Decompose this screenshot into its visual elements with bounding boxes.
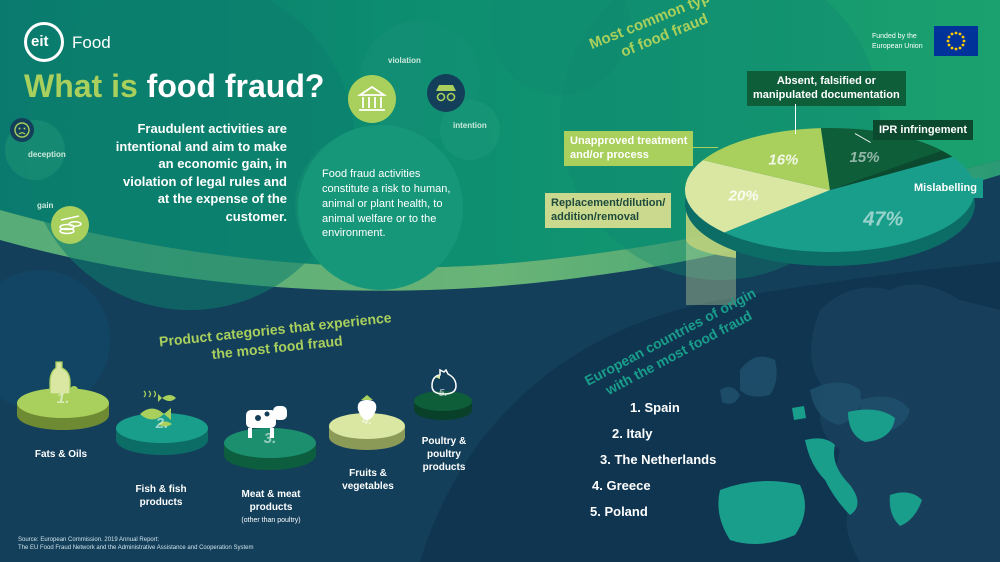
label-unapproved-treatment: Unapproved treatment and/or process [564, 131, 694, 166]
logo-text: eit [31, 33, 49, 50]
gain-label: gain [37, 201, 54, 210]
pie-value-label-3: 16% [768, 152, 798, 169]
eu-flag [934, 26, 978, 56]
label-replacement: Replacement/dilution/ addition/removal [545, 193, 672, 228]
connector-unapproved [690, 147, 718, 148]
country-item-1: 1. Spain [630, 400, 680, 415]
greece-shape [889, 492, 922, 526]
risk-circle [298, 125, 463, 290]
fish-icon [140, 390, 176, 427]
pie-value-label-4: 15% [850, 149, 880, 166]
intention-label: intention [453, 121, 487, 130]
category-rank-2: 2. [155, 415, 169, 432]
source-note: Source: European Commission. 2019 Annual… [18, 537, 254, 552]
deception-badge [10, 118, 34, 142]
deception-label: deception [28, 150, 66, 159]
country-item-5: 5. Poland [590, 504, 648, 519]
gain-badge [51, 206, 89, 244]
definition-text: Fraudulent activities are intentional an… [115, 121, 287, 224]
olive-oil-icon [49, 361, 78, 395]
pie-value-label-1: 47% [862, 208, 903, 230]
spy-icon [436, 85, 456, 102]
label-absent-documentation: Absent, falsified or manipulated documen… [747, 71, 906, 106]
connector-absent [795, 104, 796, 134]
pie-slice-4 [820, 128, 942, 190]
risk-text: Food fraud activities constitute a risk … [322, 168, 451, 240]
funding-text: Funded by the European Union [872, 33, 923, 50]
category-label-4: Fruits &vegetables [342, 468, 394, 492]
category-rank-3: 3. [263, 430, 277, 447]
eu-stars-icon [946, 31, 966, 51]
label-mislabelling: Mislabelling [908, 178, 983, 199]
label-ipr-infringement: IPR infringement [873, 120, 974, 141]
coins-icon [59, 215, 82, 235]
category-rank-5: 5. [438, 388, 448, 399]
violation-badge [348, 75, 396, 123]
pie-slice-2 [684, 160, 830, 233]
spain-shape [718, 481, 805, 544]
country-item-2: 2. Italy [612, 426, 653, 441]
cow-icon [246, 406, 287, 438]
strawberry-icon [357, 395, 377, 420]
page-title: What is food fraud? [24, 68, 325, 104]
pie-slice-3 [702, 128, 830, 190]
courthouse-icon [357, 85, 387, 111]
violation-label: violation [388, 56, 421, 65]
country-item-4: 4. Greece [592, 478, 651, 493]
poland-shape [848, 409, 895, 442]
europe-map [718, 284, 1000, 562]
country-item-3: 3. The Netherlands [600, 452, 717, 467]
category-rank-4: 4. [361, 413, 372, 427]
eit-logo [24, 22, 64, 62]
netherlands-shape [792, 406, 806, 420]
worried-face-icon [14, 122, 30, 138]
chicken-icon [431, 368, 457, 395]
category-rank-1: 1. [56, 390, 70, 407]
category-label-1: Fats & Oils [34, 449, 88, 460]
pie-slice-5 [830, 150, 953, 190]
brand-name: Food [72, 33, 111, 52]
pie-value-label-2: 20% [728, 188, 759, 205]
intention-badge [427, 74, 465, 112]
italy-shape [805, 438, 858, 515]
